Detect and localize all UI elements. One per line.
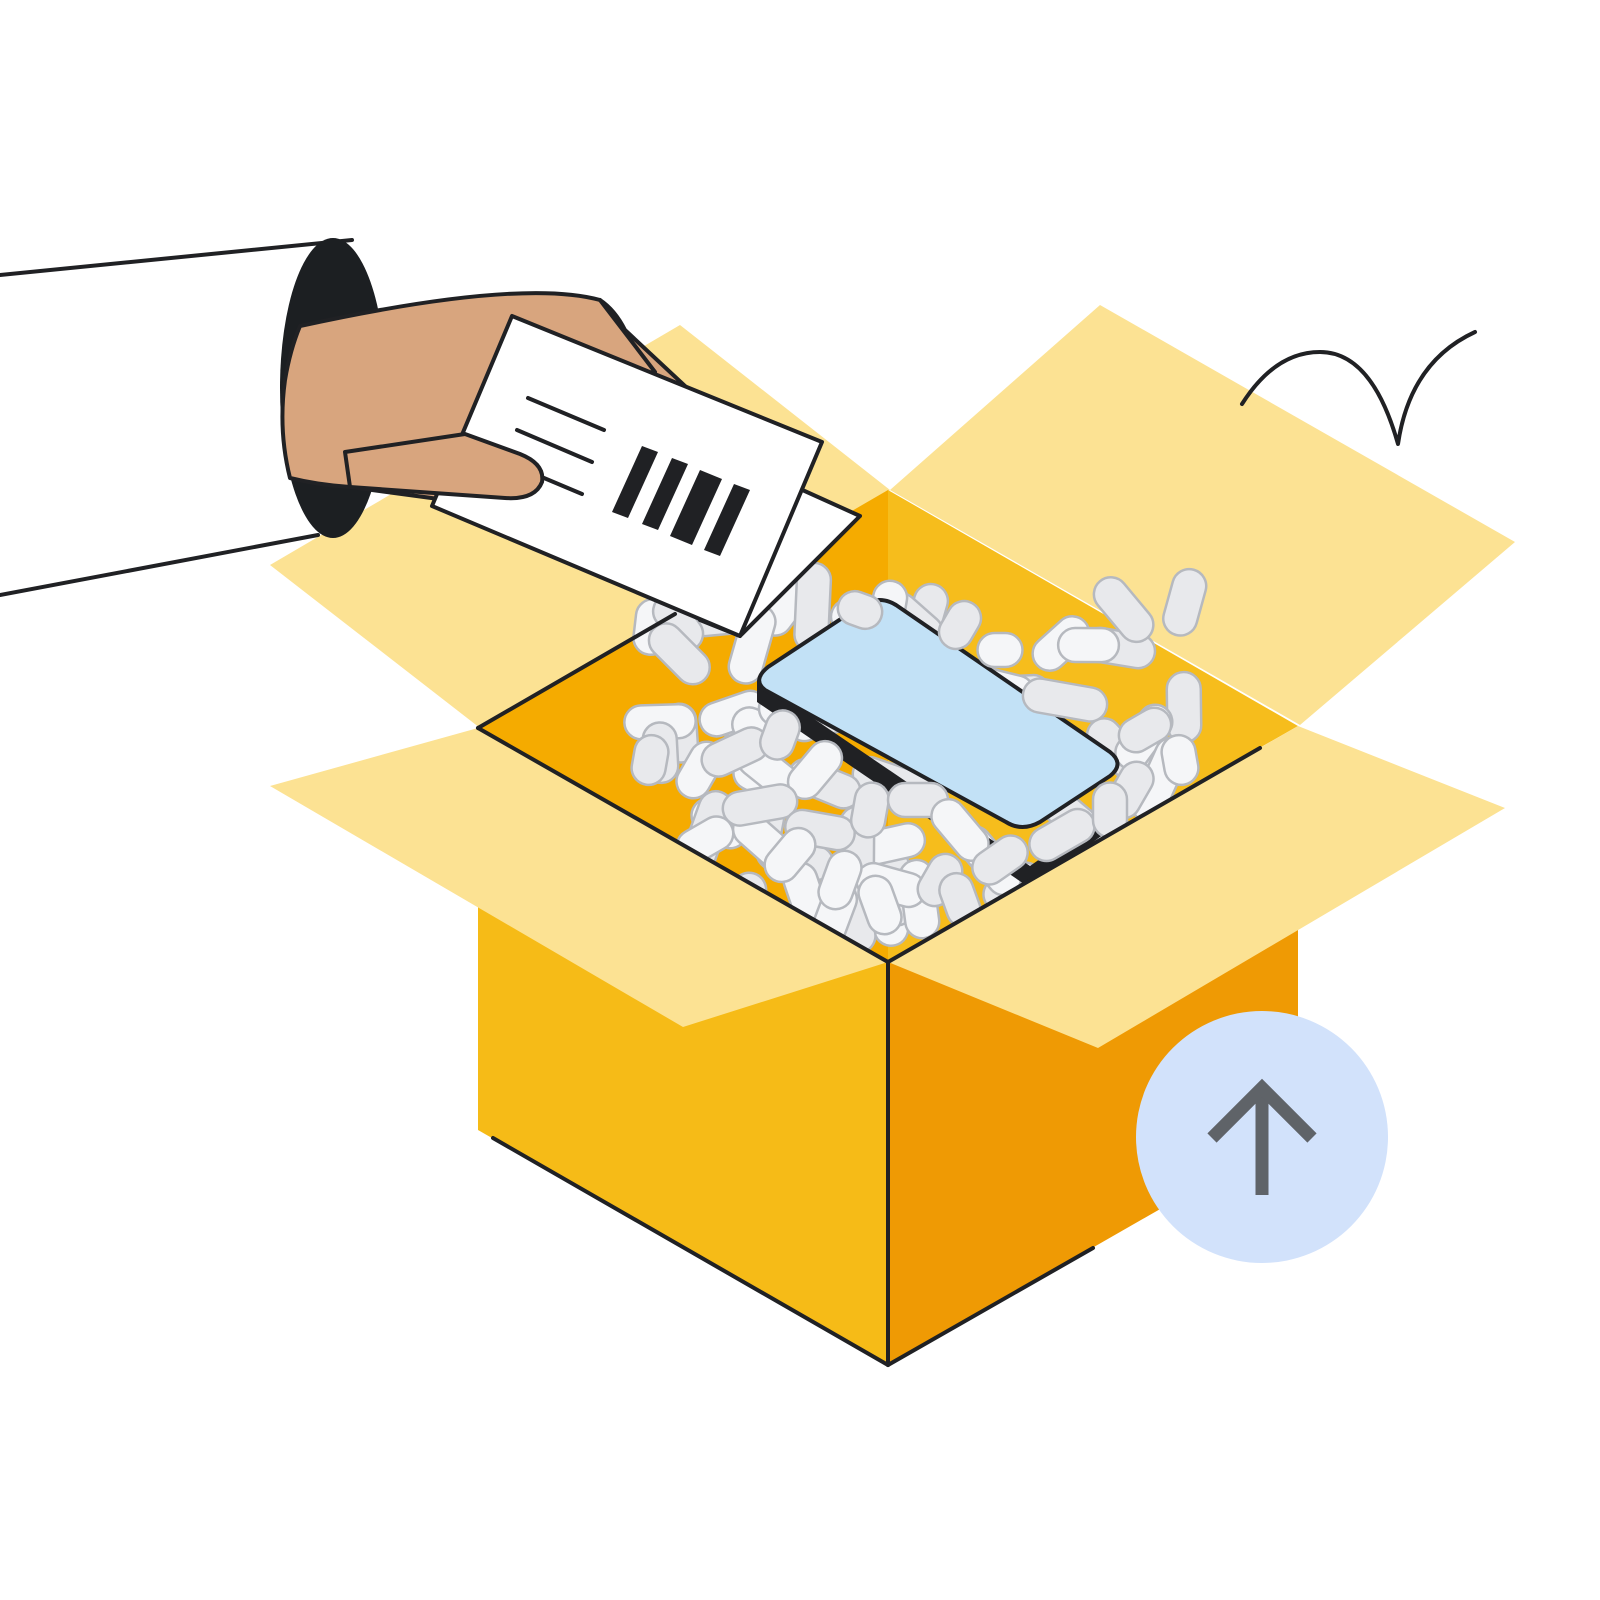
packing-peanut [976, 631, 1024, 669]
motion-swoosh [1240, 330, 1477, 446]
upload-badge[interactable] [1136, 1011, 1388, 1263]
box-front-flaps [270, 726, 1505, 1048]
phone [757, 598, 1120, 888]
packing-peanut [1162, 567, 1208, 637]
front-right-flap [888, 726, 1505, 1048]
packing-peanut [836, 589, 884, 631]
packing-peanut [1117, 706, 1173, 754]
packing-peanut [721, 783, 799, 827]
packing-peanut [1160, 733, 1200, 787]
packing-peanut [1165, 670, 1203, 744]
packing-peanut [1056, 626, 1121, 664]
box-outlines [476, 612, 1262, 1367]
packing-peanut [759, 709, 801, 761]
back-right-flap [890, 305, 1515, 725]
packing-peanut [1021, 677, 1109, 723]
packing-peanut [849, 781, 891, 839]
packing-peanut [630, 733, 670, 787]
thumb [343, 432, 545, 501]
packing-peanut [971, 834, 1029, 886]
front-left-flap [270, 728, 888, 1027]
arm-with-label [0, 238, 862, 638]
barcode [612, 446, 750, 556]
packing-peanut [763, 826, 817, 884]
arrow-up-icon [1207, 1078, 1317, 1195]
packing-peanut [937, 599, 983, 651]
packing-peanut [857, 874, 903, 936]
packing-peanut [817, 849, 863, 911]
sleeve [0, 240, 352, 595]
packing-peanut [1092, 576, 1155, 644]
phone-body [757, 598, 1120, 829]
